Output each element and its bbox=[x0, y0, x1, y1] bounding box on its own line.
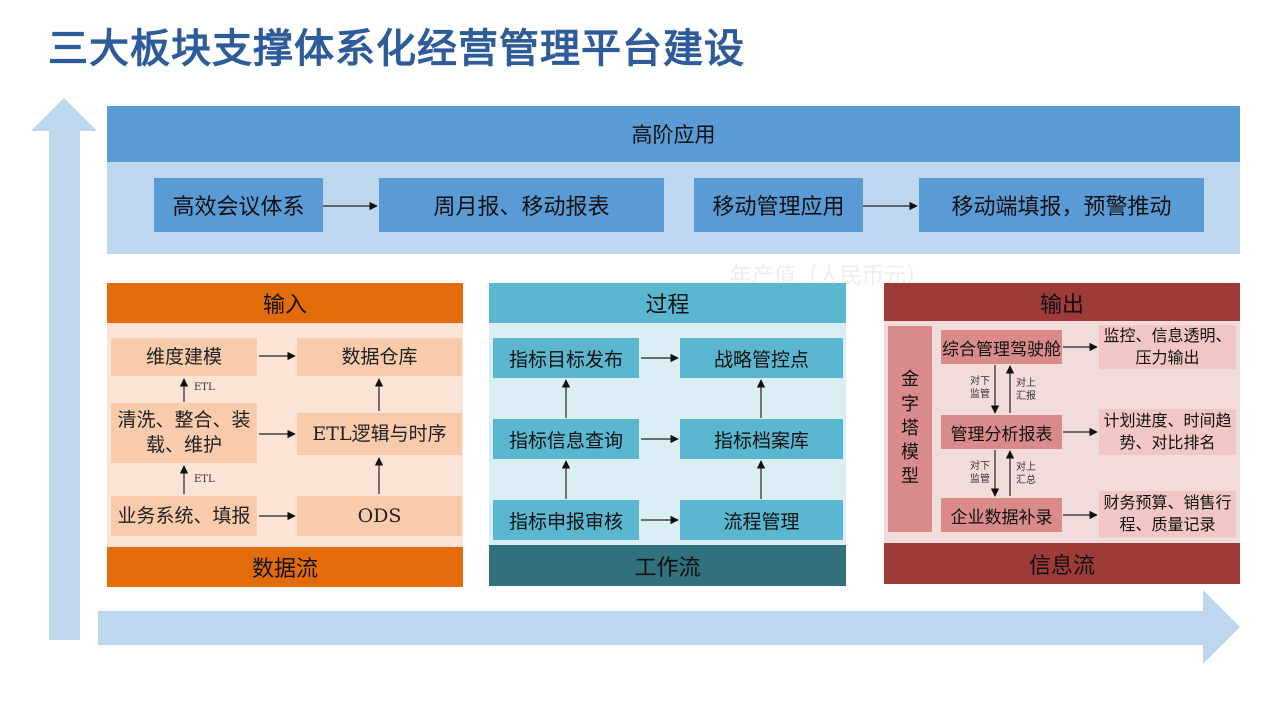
top-item-reports: 周月报、移动报表 bbox=[379, 178, 664, 232]
pyramid-char-4: 模 bbox=[901, 442, 919, 464]
top-item-meeting: 高效会议体系 bbox=[154, 178, 323, 232]
monitor-text-box: 监控、信息透明、 压力输出 bbox=[1099, 325, 1236, 369]
monitor-line-1: 监控、信息透明、 bbox=[1103, 326, 1232, 346]
down-supervise-1-line-2: 监管 bbox=[970, 389, 990, 400]
pyramid-char-1: 金 bbox=[901, 369, 919, 391]
ods-box: ODS bbox=[297, 496, 462, 536]
etl-logic-box: ETL逻辑与时序 bbox=[297, 413, 462, 455]
top-item-mobile-mgmt: 移动管理应用 bbox=[694, 178, 863, 232]
pyramid-char-3: 塔 bbox=[901, 417, 919, 439]
info-query-box: 指标信息查询 bbox=[493, 419, 639, 459]
data-warehouse-box: 数据仓库 bbox=[297, 338, 462, 376]
advanced-app-header: 高阶应用 bbox=[107, 106, 1240, 162]
flow-mgmt-box: 流程管理 bbox=[680, 500, 843, 540]
page-title: 三大板块支撑体系化经营管理平台建设 bbox=[48, 26, 745, 72]
down-supervise-1-line-1: 对下 bbox=[970, 376, 990, 387]
up-report-1-line-1: 对上 bbox=[1016, 378, 1036, 389]
plan-line-1: 计划进度、时间趋 bbox=[1103, 411, 1232, 431]
pyramid-char-2: 字 bbox=[901, 393, 919, 415]
finance-line-2: 程、质量记录 bbox=[1119, 515, 1216, 534]
strategy-box: 战略管控点 bbox=[680, 338, 843, 378]
monitor-line-2: 压力输出 bbox=[1135, 348, 1200, 367]
etl-label-lower: ETL bbox=[194, 474, 215, 485]
down-supervise-2-line-1: 对下 bbox=[970, 461, 990, 472]
cleanse-line-2: 载、维护 bbox=[145, 434, 222, 456]
process-footer: 工作流 bbox=[489, 545, 846, 586]
output-header: 输出 bbox=[884, 283, 1240, 323]
plan-line-2: 势、对比排名 bbox=[1119, 433, 1216, 452]
finance-text-box: 财务预算、销售行 程、质量记录 bbox=[1099, 491, 1236, 537]
analysis-report-box: 管理分析报表 bbox=[941, 415, 1062, 449]
dim-model-box: 维度建模 bbox=[111, 338, 257, 376]
finance-line-1: 财务预算、销售行 bbox=[1103, 493, 1232, 513]
horizontal-arrow bbox=[98, 590, 1240, 664]
archive-box: 指标档案库 bbox=[680, 419, 843, 459]
up-report-1-line-2: 汇报 bbox=[1016, 391, 1036, 402]
pyramid-char-5: 型 bbox=[901, 466, 919, 488]
down-supervise-2-line-2: 监管 bbox=[970, 474, 990, 485]
business-system-box: 业务系统、填报 bbox=[111, 496, 257, 536]
process-header: 过程 bbox=[489, 283, 846, 323]
down-supervise-label-1: 对下 监管 bbox=[970, 375, 990, 401]
pyramid-model-box: 金 字 塔 模 型 bbox=[888, 326, 932, 532]
target-publish-box: 指标目标发布 bbox=[493, 338, 639, 378]
up-report-label-1: 对上 汇报 bbox=[1016, 377, 1036, 403]
input-footer: 数据流 bbox=[107, 547, 463, 587]
up-summary-2-line-2: 汇总 bbox=[1016, 475, 1036, 486]
declare-review-box: 指标申报审核 bbox=[493, 500, 639, 540]
input-header: 输入 bbox=[107, 283, 463, 323]
etl-label-upper: ETL bbox=[194, 382, 215, 393]
output-footer: 信息流 bbox=[884, 543, 1240, 584]
cleanse-box: 清洗、整合、装 载、维护 bbox=[111, 403, 257, 463]
cleanse-line-1: 清洗、整合、装 bbox=[117, 409, 251, 432]
plan-text-box: 计划进度、时间趋 势、对比排名 bbox=[1099, 409, 1236, 455]
up-summary-label-2: 对上 汇总 bbox=[1016, 461, 1036, 487]
up-summary-2-line-1: 对上 bbox=[1016, 462, 1036, 473]
down-supervise-label-2: 对下 监管 bbox=[970, 460, 990, 486]
cockpit-box: 综合管理驾驶舱 bbox=[941, 330, 1062, 364]
enterprise-data-box: 企业数据补录 bbox=[941, 498, 1062, 532]
vertical-arrow bbox=[31, 98, 97, 640]
top-item-mobile-fill: 移动端填报，预警推动 bbox=[919, 178, 1204, 232]
